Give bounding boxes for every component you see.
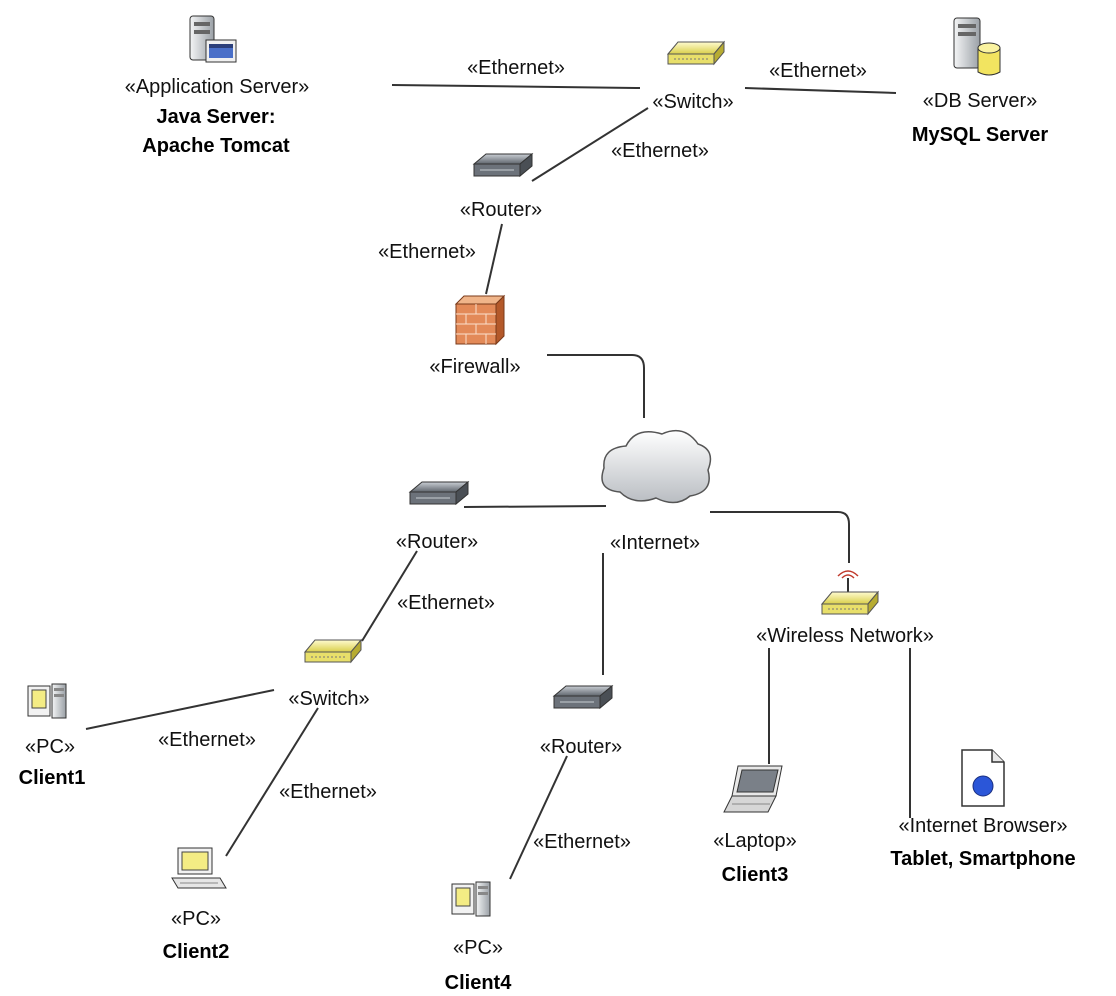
server-icon: [189, 15, 237, 63]
edge-switch-db: [744, 87, 897, 94]
edges: [85, 84, 911, 880]
edge-router-left-switch: [361, 550, 418, 642]
node-name: MySQL Server: [912, 124, 1049, 146]
node-stereotype: «Router»: [396, 531, 478, 553]
node-router-top[interactable]: «Router»: [460, 153, 542, 221]
edge-label-router-client4: «Ethernet»: [533, 831, 631, 853]
node-stereotype: «DB Server»: [923, 90, 1038, 112]
edge-label-app-switch: «Ethernet»: [467, 57, 565, 79]
edge-label-switch-client2: «Ethernet»: [279, 781, 377, 803]
node-name: Client2: [163, 941, 230, 963]
node-stereotype: «Router»: [540, 736, 622, 758]
document-icon: [961, 749, 1005, 807]
node-switch-bottom[interactable]: «Switch»: [288, 639, 370, 710]
edge-switch-client2: [225, 707, 319, 857]
pc-tower-icon: [451, 881, 491, 917]
pc-tower-icon: [27, 683, 67, 719]
node-stereotype: «Internet»: [610, 532, 700, 554]
edge-switch-client1: [85, 689, 275, 730]
node-firewall[interactable]: «Firewall»: [429, 294, 521, 378]
edge-app-switch: [391, 84, 641, 89]
node-stereotype: «Firewall»: [429, 356, 520, 378]
node-pc-client4[interactable]: «PC» Client4: [445, 881, 513, 994]
node-name-line2: Apache Tomcat: [142, 135, 290, 157]
edge-router-mid-client4: [509, 755, 568, 880]
node-stereotype: «Wireless Network»: [756, 625, 934, 647]
router-icon: [473, 153, 533, 177]
wireless-access-point-icon: [821, 570, 879, 615]
edge-switch-router: [531, 107, 649, 182]
laptop-icon: [723, 765, 783, 813]
node-name: Client4: [445, 972, 513, 994]
node-stereotype: «PC»: [171, 908, 221, 930]
node-stereotype: «PC»: [453, 937, 503, 959]
node-router-mid[interactable]: «Router»: [540, 685, 622, 758]
database-server-icon: [953, 17, 1001, 76]
cloud-icon: [601, 429, 712, 504]
edge-router-firewall: [485, 223, 503, 295]
edge-cloud-router-left: [463, 505, 607, 508]
node-stereotype: «Laptop»: [713, 830, 796, 852]
node-stereotype: «PC»: [25, 736, 75, 758]
desktop-pc-icon: [171, 847, 227, 889]
switch-icon: [667, 41, 725, 65]
node-name: Java Server:: [157, 106, 276, 128]
router-icon: [553, 685, 613, 709]
edge-label-router-switch-bottom: «Ethernet»: [397, 592, 495, 614]
node-application-server[interactable]: «Application Server» Java Server: Apache…: [125, 15, 310, 157]
node-laptop-client3[interactable]: «Laptop» Client3: [713, 765, 797, 886]
node-db-server[interactable]: «DB Server» MySQL Server: [912, 17, 1049, 146]
node-internet[interactable]: «Internet»: [601, 429, 712, 554]
edge-firewall-cloud: [547, 354, 645, 418]
node-name: Client3: [722, 864, 789, 886]
switch-icon: [304, 639, 362, 663]
node-stereotype: «Switch»: [652, 91, 733, 113]
edge-cloud-wireless: [710, 511, 850, 563]
node-switch-top[interactable]: «Switch»: [652, 41, 734, 113]
edge-label-switch-router: «Ethernet»: [611, 140, 709, 162]
node-stereotype: «Router»: [460, 199, 542, 221]
node-router-left[interactable]: «Router»: [396, 481, 478, 553]
node-stereotype: «Application Server»: [125, 76, 310, 98]
node-name: Tablet, Smartphone: [890, 848, 1075, 870]
node-name: Client1: [19, 767, 86, 789]
edge-label-switch-client1: «Ethernet»: [158, 729, 256, 751]
edge-label-switch-db: «Ethernet»: [769, 60, 867, 82]
node-stereotype: «Switch»: [288, 688, 369, 710]
node-wireless-network[interactable]: «Wireless Network»: [756, 570, 934, 647]
node-stereotype: «Internet Browser»: [899, 815, 1068, 837]
node-pc-client2[interactable]: «PC» Client2: [163, 847, 230, 963]
node-internet-browser[interactable]: «Internet Browser» Tablet, Smartphone: [890, 749, 1076, 870]
router-icon: [409, 481, 469, 505]
firewall-icon: [454, 294, 506, 346]
node-pc-client1[interactable]: «PC» Client1: [19, 683, 86, 789]
edge-labels: «Ethernet» «Ethernet» «Ethernet» «Ethern…: [158, 57, 867, 853]
edge-label-router-firewall: «Ethernet»: [378, 241, 476, 263]
